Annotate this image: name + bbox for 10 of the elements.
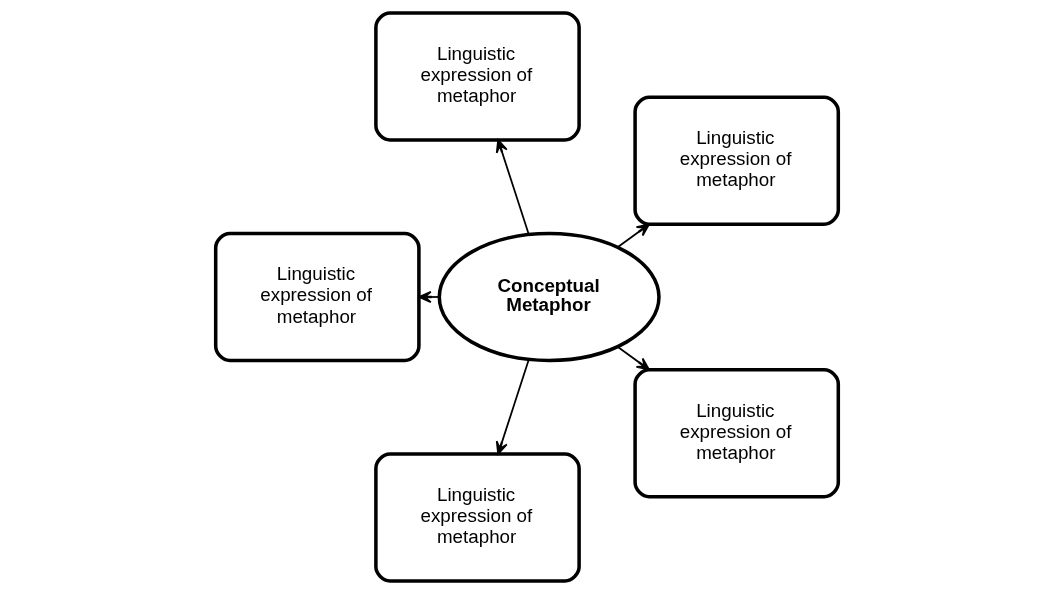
node-box: Linguistic expression of metaphor (213, 231, 421, 363)
node-box: Linguistic expression of metaphor (373, 11, 581, 142)
node-box: Linguistic expression of metaphor (632, 368, 840, 499)
arrow (616, 223, 650, 248)
arrow (616, 346, 650, 371)
arrow (495, 358, 530, 455)
node-box: Linguistic expression of metaphor (373, 452, 581, 583)
node-box: Linguistic expression of metaphor (632, 95, 840, 226)
arrow (417, 290, 440, 304)
arrow (495, 139, 530, 236)
